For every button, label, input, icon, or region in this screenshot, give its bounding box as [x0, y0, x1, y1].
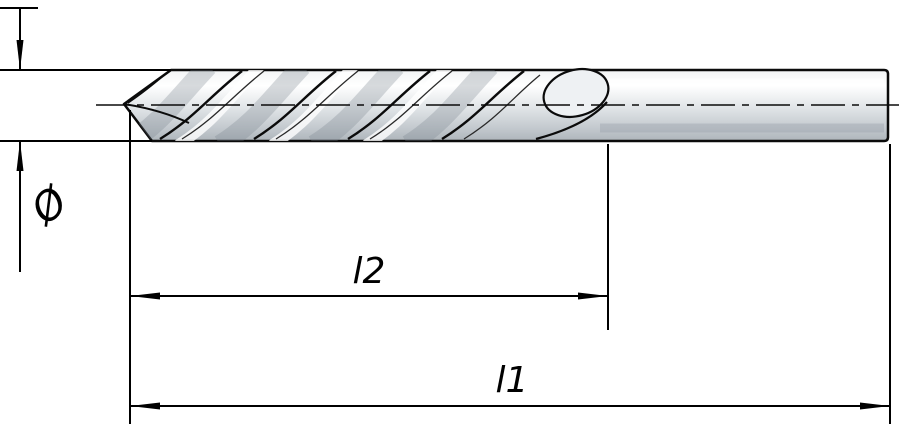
- diameter-label: Ø: [21, 177, 77, 235]
- overall-length-dimension: [130, 144, 891, 424]
- diameter-dimension: [0, 7, 171, 272]
- flute-length-label: l2: [353, 251, 386, 292]
- flute-shading: [124, 70, 884, 141]
- drill-bit: [122, 67, 890, 143]
- point-facet-line: [127, 71, 169, 104]
- flute-edges: [159, 70, 525, 141]
- chisel-edge: [123, 103, 190, 124]
- flute-runout-lower: [535, 101, 608, 141]
- flute-length-dimension: [129, 110, 609, 424]
- total-length-label: l1: [496, 360, 529, 401]
- flute-margin-lines: [181, 70, 541, 140]
